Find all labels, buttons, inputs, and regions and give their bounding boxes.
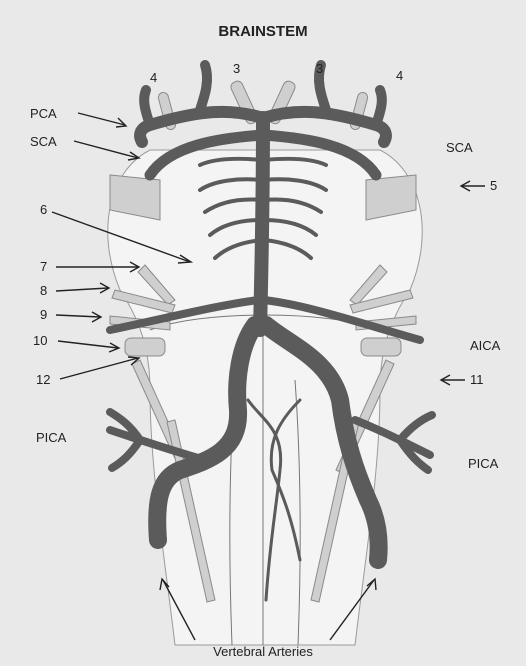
label-8: 8: [40, 283, 47, 298]
arrow-12: [60, 358, 138, 379]
cn10-left: [125, 338, 165, 356]
label-6: 6: [40, 202, 47, 217]
label-7: 7: [40, 259, 47, 274]
pca-far-left: [144, 90, 150, 125]
label-sca-right: SCA: [446, 140, 473, 155]
pca-upper-left: [200, 65, 207, 110]
label-12: 12: [36, 372, 50, 387]
label-vertebral-arteries: Vertebral Arteries: [213, 644, 313, 659]
cn10-right: [361, 338, 401, 356]
label-3-right: 3: [316, 61, 323, 76]
label-4-right: 4: [396, 68, 403, 83]
label-aica: AICA: [470, 338, 501, 353]
label-pca: PCA: [30, 106, 57, 121]
label-4-left: 4: [150, 70, 157, 85]
label-10: 10: [33, 333, 47, 348]
arrow-pca: [78, 113, 125, 125]
arrow-sca-left: [74, 141, 138, 158]
label-sca-left: SCA: [30, 134, 57, 149]
label-9: 9: [40, 307, 47, 322]
label-pica-right: PICA: [468, 456, 499, 471]
label-3-left: 3: [233, 61, 240, 76]
label-5: 5: [490, 178, 497, 193]
arrow-8: [56, 288, 108, 291]
diagram-title: BRAINSTEM: [218, 23, 307, 40]
label-pica-left: PICA: [36, 430, 67, 445]
label-11: 11: [470, 372, 484, 387]
pca-far-right: [376, 90, 382, 125]
arrow-9: [56, 315, 100, 317]
arrow-10: [58, 341, 118, 348]
